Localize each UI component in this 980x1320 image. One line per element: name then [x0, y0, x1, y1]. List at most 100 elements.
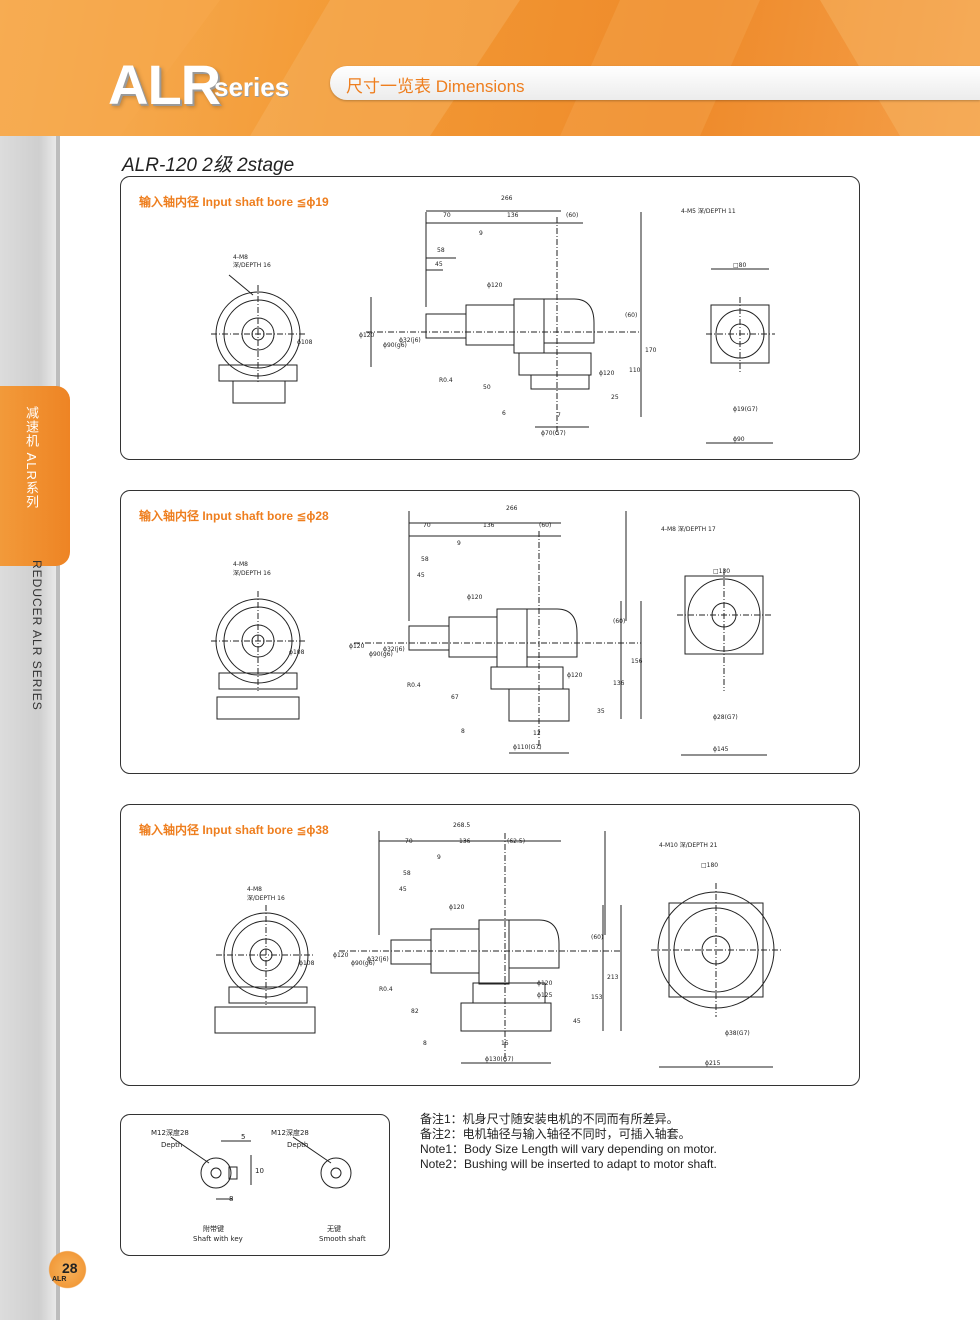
- smooth-note-2: Depth: [287, 1141, 308, 1149]
- dim: 15: [501, 1040, 509, 1047]
- right-note: 4-M5 深/DEPTH 11: [681, 207, 736, 215]
- dim: 136: [459, 838, 471, 845]
- dim: 136: [483, 522, 495, 529]
- panel-label: 输入轴内径 Input shaft bore ≦ϕ28: [139, 509, 329, 523]
- dim: ϕ120: [487, 282, 503, 289]
- dim: 136: [613, 680, 625, 687]
- right-outer: ϕ90: [733, 436, 745, 443]
- dim: ϕ120: [333, 952, 349, 959]
- dim: ϕ125: [537, 992, 553, 999]
- drawing-svg: 4-M8 深/DEPTH 16 ϕ108 266 70 136 (60) 9 5…: [211, 195, 775, 444]
- note-line: Note2：Bushing will be inserted to adapt …: [420, 1157, 717, 1171]
- dim: 9: [457, 540, 461, 547]
- page-corner: [0, 1248, 90, 1320]
- page-title: 尺寸一览表 Dimensions: [346, 77, 525, 96]
- dim: 8: [461, 728, 465, 735]
- dim: 156: [631, 658, 643, 665]
- drawing-svg: 4-M8 深/DEPTH 16 ϕ108 268.5 70 136 (62.5)…: [214, 822, 781, 1068]
- dim: ϕ120: [359, 332, 375, 339]
- dim: 58: [421, 556, 429, 563]
- dim: 45: [417, 572, 425, 579]
- dim: 6: [502, 410, 506, 417]
- key-dim: 8: [229, 1195, 233, 1203]
- dim: R0.4: [407, 682, 421, 689]
- key-dim: 5: [241, 1133, 245, 1141]
- dim: 50: [483, 384, 491, 391]
- dim: 35: [597, 708, 605, 715]
- notes: 备注1：机身尺寸随安装电机的不同而有所差异。 备注2：电机轴径与输入轴径不同时，…: [420, 1112, 717, 1172]
- note-line: Note1：Body Size Length will vary dependi…: [420, 1142, 717, 1156]
- dim: 45: [435, 261, 443, 268]
- dim: 12: [533, 730, 541, 737]
- dim: ϕ32(j6): [383, 646, 405, 653]
- dim: ϕ120: [467, 594, 483, 601]
- key-cn: 附带键: [203, 1224, 224, 1233]
- left-note-2: 深/DEPTH 16: [247, 894, 285, 902]
- key-dim: 10: [255, 1167, 264, 1175]
- right-bore: ϕ28(G7): [713, 714, 738, 721]
- left-dia: ϕ108: [299, 960, 315, 967]
- key-note-2: Depth: [161, 1141, 182, 1149]
- dim: 70: [423, 522, 431, 529]
- right-outer: ϕ215: [705, 1060, 721, 1067]
- dim: 70: [443, 212, 451, 219]
- left-dia: ϕ108: [289, 649, 305, 656]
- dim: ϕ90(g6): [383, 342, 407, 349]
- dim: 67: [451, 694, 459, 701]
- key-en: Shaft with key: [193, 1235, 243, 1243]
- dim: ϕ70(G7): [541, 430, 566, 437]
- left-note-1: 4-M8: [233, 561, 248, 568]
- side-series-text: REDUCER ALR SERIES: [30, 560, 44, 711]
- dim: ϕ120: [449, 904, 465, 911]
- dim: ϕ120: [567, 672, 583, 679]
- left-dia: ϕ108: [297, 339, 313, 346]
- section-title: ALR-120 2级 2stage: [122, 155, 295, 176]
- smooth-note-1: M12深度28: [271, 1128, 309, 1137]
- shaft-svg: M12深度28 Depth 5 10 8 M12深度28 Depth 附带键 S…: [151, 1128, 366, 1243]
- dim: 58: [437, 247, 445, 254]
- left-note-1: 4-M8: [247, 886, 262, 893]
- panel-label: 输入轴内径 Input shaft bore ≦ϕ38: [139, 823, 329, 837]
- dim: ϕ90(g6): [351, 960, 375, 967]
- dim: 170: [645, 347, 657, 354]
- drawing-panel-3: 输入轴内径 Input shaft bore ≦ϕ38 4-M8 深/DEPTH…: [120, 804, 860, 1086]
- dim: R0.4: [439, 377, 453, 384]
- page-number-sub: ALR: [52, 1276, 67, 1283]
- note-line: 备注2：电机轴径与输入轴径不同时，可插入轴套。: [420, 1127, 691, 1141]
- right-note: 4-M10 深/DEPTH 21: [659, 841, 718, 849]
- page-title-bar: 尺寸一览表 Dimensions: [330, 66, 980, 100]
- left-margin-strip: [0, 136, 56, 1320]
- shaft-type-panel: M12深度28 Depth 5 10 8 M12深度28 Depth 附带键 S…: [120, 1114, 390, 1256]
- dim: 268.5: [453, 822, 470, 829]
- side-tab-text: 减速机 ALR系列: [24, 406, 39, 509]
- right-sq: □80: [733, 262, 746, 269]
- dim: 9: [437, 854, 441, 861]
- side-tab: [0, 386, 70, 566]
- dim: (60): [566, 212, 578, 219]
- dim: (62.5): [507, 838, 525, 845]
- right-outer: ϕ145: [713, 746, 729, 753]
- dim: ϕ120: [599, 370, 615, 377]
- key-note-1: M12深度28: [151, 1128, 189, 1137]
- dim: (60): [613, 618, 625, 625]
- dim: 82: [411, 1008, 419, 1015]
- dim: 9: [479, 230, 483, 237]
- right-sq: □180: [701, 862, 718, 869]
- drawing-panel-2: 输入轴内径 Input shaft bore ≦ϕ28 4-M8 深/DEPTH…: [120, 490, 860, 774]
- dim: 58: [403, 870, 411, 877]
- panel-label: 输入轴内径 Input shaft bore ≦ϕ19: [139, 195, 329, 209]
- dim: (60): [539, 522, 551, 529]
- left-margin-edge: [56, 136, 60, 1320]
- dim: 266: [501, 195, 513, 202]
- smooth-cn: 无键: [327, 1224, 341, 1233]
- brand-logo-sub: series: [214, 72, 290, 102]
- dim: (60): [625, 312, 637, 319]
- drawing-svg: 4-M8 深/DEPTH 16 ϕ108 266 70 136 (60) 9 5…: [211, 505, 771, 756]
- right-sq: □130: [713, 568, 730, 575]
- dim: ϕ120: [537, 980, 553, 987]
- drawing-panel-1: 输入轴内径 Input shaft bore ≦ϕ19 4-M8 深/DEPTH…: [120, 176, 860, 460]
- dim: ϕ120: [349, 643, 365, 650]
- left-note-1: 4-M8: [233, 254, 248, 261]
- brand-logo: ALR: [108, 53, 221, 116]
- left-note-2: 深/DEPTH 16: [233, 569, 271, 577]
